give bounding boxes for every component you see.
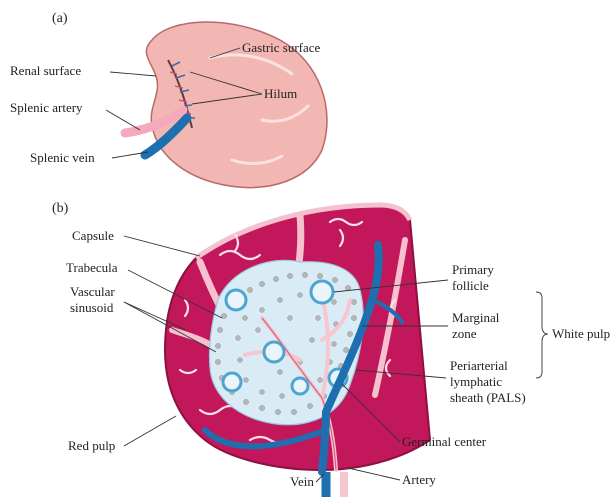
label-red-pulp: Red pulp: [68, 438, 115, 453]
label-marginal-zone-2: zone: [452, 326, 477, 341]
primary-follicle: [311, 281, 333, 303]
label-capsule: Capsule: [72, 228, 114, 243]
leader-splenic-artery: [106, 110, 140, 130]
label-pals-1: Periarterial: [450, 358, 508, 373]
primary-follicle: [226, 290, 246, 310]
primary-follicle: [292, 378, 308, 394]
label-marginal-zone-1: Marginal: [452, 310, 500, 325]
label-pals-2: lymphatic: [450, 374, 502, 389]
label-vein: Vein: [290, 474, 314, 489]
panel-b-letter: (b): [52, 201, 69, 216]
label-pals-3: sheath (PALS): [450, 390, 526, 405]
label-renal-surface: Renal surface: [10, 63, 81, 78]
leader-artery: [348, 468, 400, 480]
panel-b: (b): [52, 201, 610, 497]
primary-follicle: [223, 373, 241, 391]
label-artery: Artery: [402, 472, 436, 487]
panel-a: (a) Renal surface Gastric surface Hilum …: [10, 11, 327, 188]
label-hilum: Hilum: [264, 86, 297, 101]
label-primary-follicle-1: Primary: [452, 262, 494, 277]
label-splenic-artery: Splenic artery: [10, 100, 83, 115]
primary-follicle: [264, 342, 284, 362]
label-germinal-center: Germinal center: [402, 434, 487, 449]
white-pulp-region: [209, 260, 363, 424]
label-gastric-surface: Gastric surface: [242, 40, 321, 55]
label-splenic-vein: Splenic vein: [30, 150, 95, 165]
label-vascular-sinusoid-2: sinusoid: [70, 300, 114, 315]
white-pulp-brace: [536, 292, 548, 378]
leader-renal-surface: [110, 72, 156, 76]
panel-a-letter: (a): [52, 11, 68, 26]
leader-capsule: [124, 236, 200, 256]
label-white-pulp: White pulp: [552, 326, 610, 341]
label-primary-follicle-2: follicle: [452, 278, 489, 293]
leader-red-pulp: [124, 416, 176, 446]
label-trabecula: Trabecula: [66, 260, 118, 275]
label-vascular-sinusoid-1: Vascular: [70, 284, 115, 299]
